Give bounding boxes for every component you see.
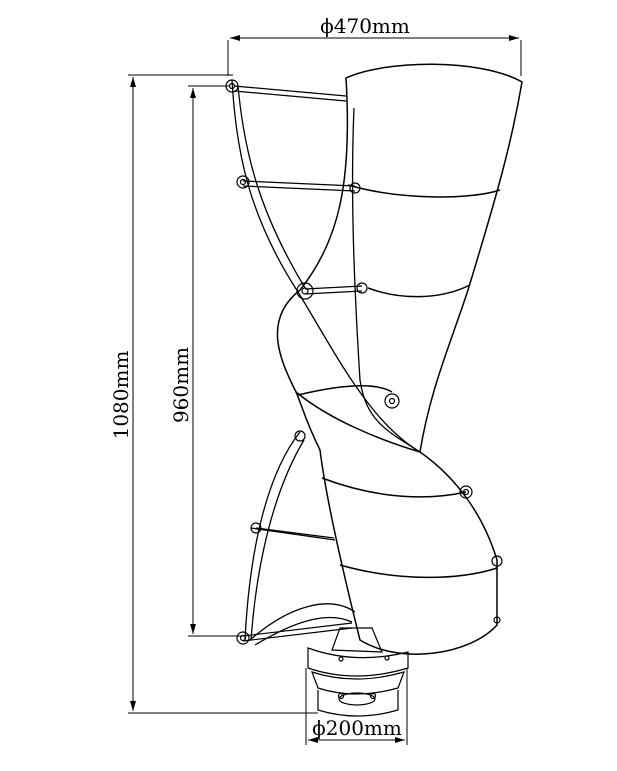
dimension-total-height: 1080mm [109,74,318,714]
bolt-node-5 [356,282,368,294]
back-blade [231,79,421,646]
bolt-node-6 [384,393,400,409]
bolt-node-12 [493,616,501,624]
bolt-node-9 [250,522,262,534]
total-height-label: 1080mm [109,351,133,440]
bolt-node-11 [236,631,250,645]
bolt-node-7 [294,430,306,442]
dimension-top-diameter: ϕ470mm [227,14,522,76]
dimension-base-diameter: ϕ200mm [305,668,408,745]
bolt-node-10 [491,555,503,567]
bolt-node-8 [459,485,473,499]
front-blade [276,63,523,655]
bolts [225,79,503,645]
turbine-base [307,627,409,717]
bolt-node-2 [236,175,250,189]
bolt-node-3 [349,182,361,194]
bolt-node-1 [225,79,239,93]
top-diameter-label: ϕ470mm [320,14,410,38]
bolt-node-4 [296,282,314,300]
struts [233,85,363,642]
dimension-blade-height: 960mm [169,85,243,637]
blade-height-label: 960mm [169,347,193,423]
base-diameter-label: ϕ200mm [312,716,402,740]
